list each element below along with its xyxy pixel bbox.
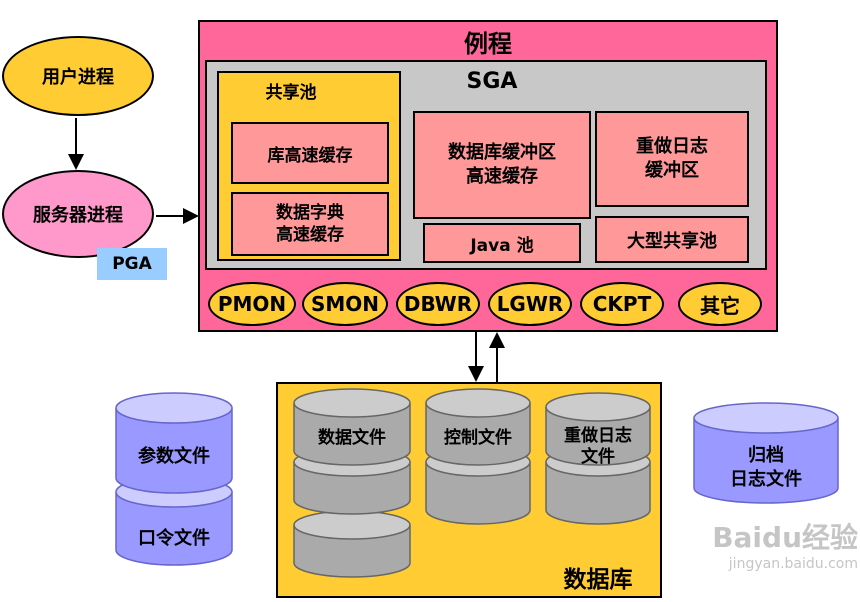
data-dictionary-cache-line-1: 数据字典 [276, 203, 344, 223]
archived-log-files-cylinder [693, 402, 839, 504]
db-buffer-cache-box: 数据库缓冲区 高速缓存 [413, 111, 591, 219]
watermark-brand: Baidu经验 [712, 521, 858, 554]
library-cache-box: 库高速缓存 [231, 122, 389, 184]
shared-pool-box: 共享池 库高速缓存 数据字典 高速缓存 [217, 71, 401, 261]
large-pool-label: 大型共享池 [627, 230, 717, 252]
java-pool-box: Java 池 [423, 223, 581, 263]
pga-label: PGA [112, 254, 152, 274]
sga-box: SGA 共享池 库高速缓存 数据字典 高速缓存 数据库缓冲区 高速缓存 重做日志… [205, 60, 767, 270]
db-buffer-cache-line-2: 高速缓存 [466, 166, 538, 187]
password-file-label: 口令文件 [138, 528, 210, 549]
archived-log-files-line-1: 归档 [748, 445, 784, 466]
user-process-label: 用户进程 [42, 67, 114, 88]
large-pool-box: 大型共享池 [595, 216, 749, 263]
library-cache-label: 库高速缓存 [267, 145, 353, 166]
redo-log-buffer-line-2: 缓冲区 [645, 160, 699, 181]
process-pmon: PMON [208, 282, 296, 326]
database-title: 数据库 [563, 567, 633, 593]
redo-log-buffer-box: 重做日志 缓冲区 [595, 111, 749, 207]
data-files-label: 数据文件 [318, 427, 386, 448]
redo-log-files-cylinder [545, 392, 651, 525]
instance-title: 例程 [464, 29, 512, 58]
pga-box: PGA [97, 248, 167, 280]
process-other-label: 其它 [700, 293, 740, 318]
process-other: 其它 [678, 282, 762, 326]
data-files-cylinder [293, 388, 411, 578]
redo-log-files-line-2: 文件 [581, 447, 615, 467]
java-pool-label: Java 池 [470, 235, 534, 256]
server-process-label: 服务器进程 [33, 205, 123, 226]
user-process: 用户进程 [2, 36, 154, 116]
server-process: 服务器进程 [2, 170, 154, 258]
archived-log-files-label: 归档 日志文件 [694, 444, 838, 492]
process-smon: SMON [302, 282, 388, 326]
process-dbwr-label: DBWR [403, 292, 473, 316]
process-lgwr-label: LGWR [496, 292, 564, 316]
baidu-watermark: Baidu经验 jingyan.baidu.com [662, 522, 858, 584]
db-buffer-cache-line-1: 数据库缓冲区 [448, 142, 556, 163]
sga-title: SGA [466, 68, 518, 94]
process-ckpt: CKPT [580, 282, 664, 326]
process-lgwr: LGWR [488, 282, 572, 326]
redo-log-buffer-line-1: 重做日志 [636, 136, 708, 157]
control-files-label: 控制文件 [444, 427, 512, 448]
process-dbwr: DBWR [396, 282, 480, 326]
data-dictionary-cache-box: 数据字典 高速缓存 [231, 192, 389, 256]
redo-log-files-line-1: 重做日志 [564, 426, 632, 446]
watermark-url: jingyan.baidu.com [728, 556, 858, 572]
process-ckpt-label: CKPT [592, 292, 652, 316]
process-pmon-label: PMON [217, 292, 287, 316]
archived-log-files-line-2: 日志文件 [730, 469, 802, 490]
instance-box: 例程 SGA 共享池 库高速缓存 数据字典 高速缓存 数据库缓冲区 高速缓存 重… [198, 20, 778, 332]
process-smon-label: SMON [310, 292, 380, 316]
parameter-file-label: 参数文件 [138, 446, 210, 467]
control-files-cylinder [425, 388, 531, 525]
redo-log-files-label: 重做日志 文件 [546, 425, 650, 469]
data-dictionary-cache-line-2: 高速缓存 [276, 225, 344, 245]
shared-pool-title: 共享池 [265, 82, 317, 103]
parameter-password-cylinder [115, 392, 233, 566]
